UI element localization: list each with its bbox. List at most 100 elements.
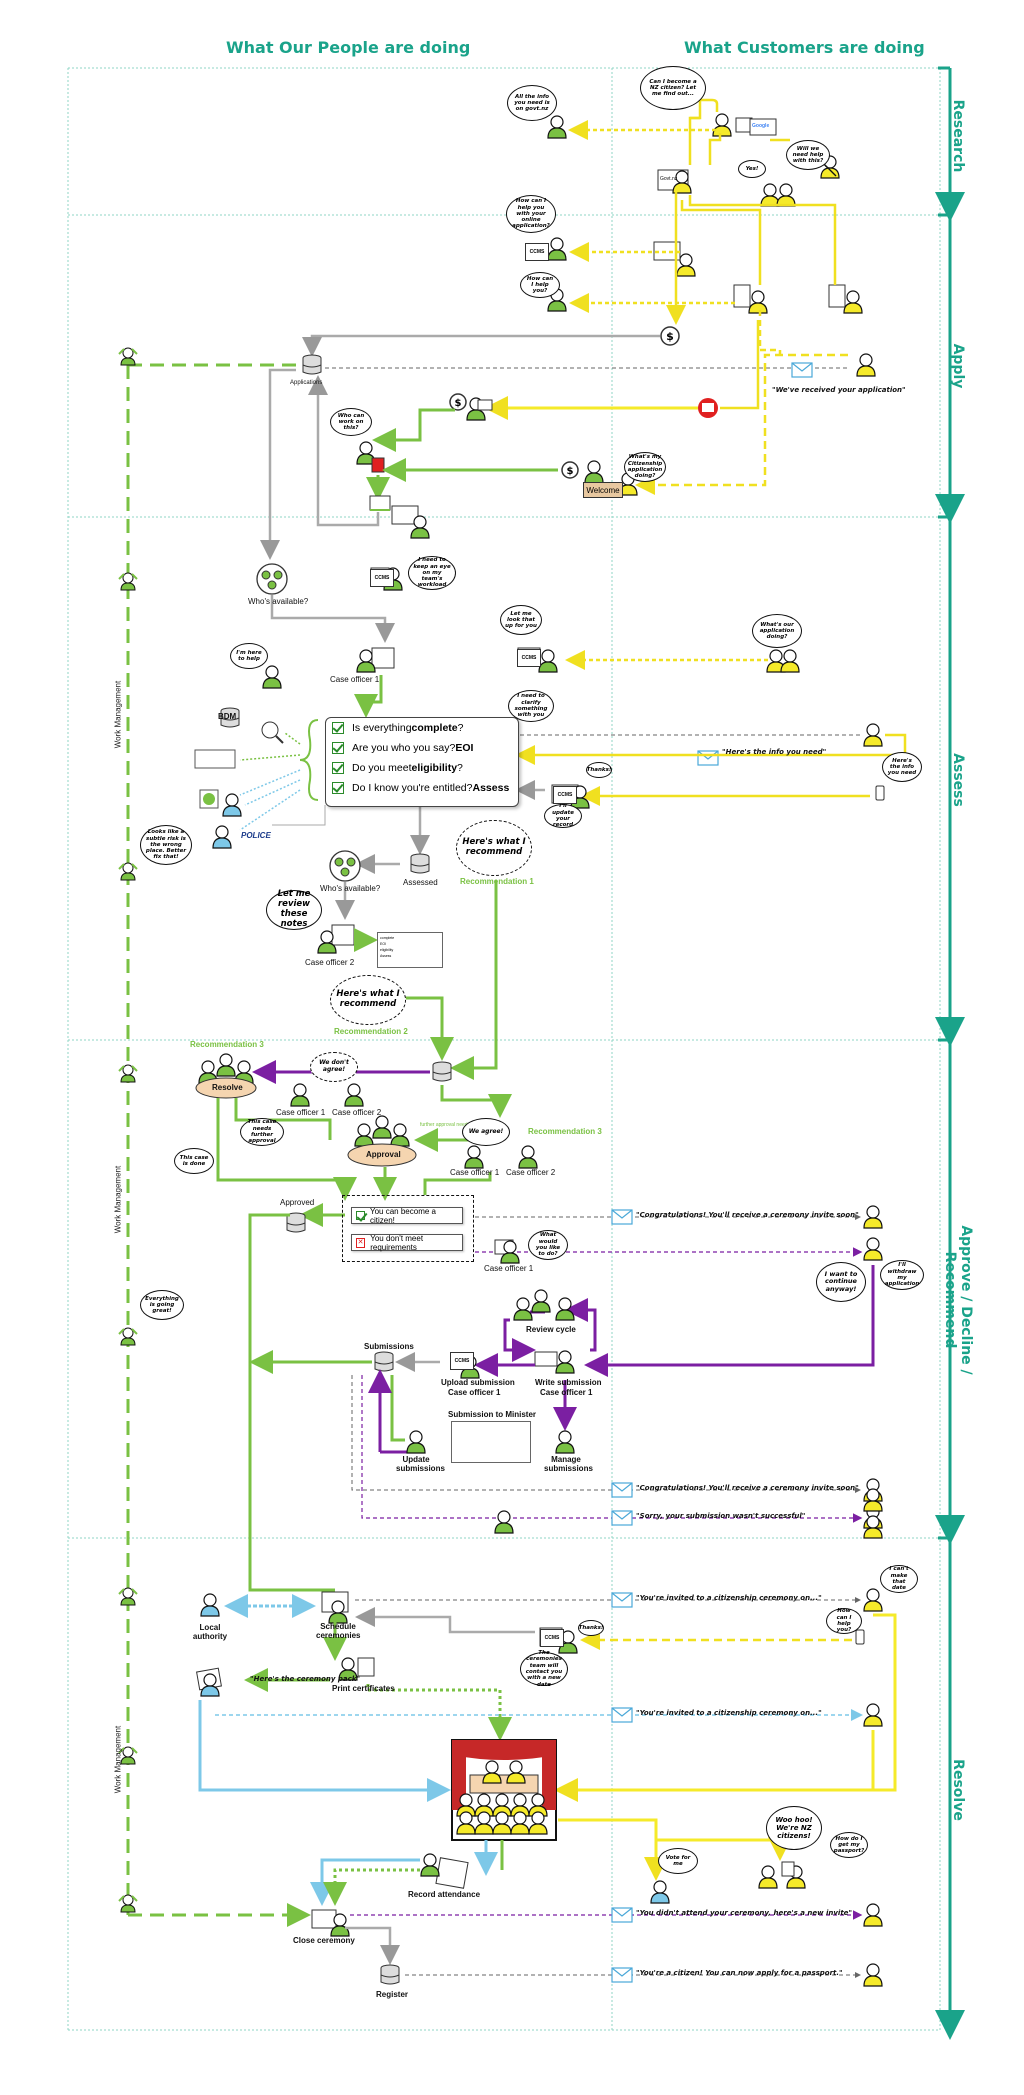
label-local-authority: Local authority	[192, 1623, 228, 1641]
cloud-all-the-info: All the info you need is on govt.nz	[507, 85, 557, 121]
label-print-certificates: Print certificates	[332, 1684, 395, 1693]
stage-resolve: Resolve	[950, 1759, 966, 1821]
cloud-we-dont-agree: We don't agree!	[310, 1052, 358, 1082]
cloud-i-cant-make: I can't make that date	[880, 1565, 918, 1593]
label-manage-submissions: Manage submissions	[544, 1455, 593, 1473]
svg-text:$: $	[567, 466, 574, 477]
label-police: POLICE	[241, 831, 271, 840]
label-register: Register	[376, 1990, 409, 1999]
stage-approve: Approve / Decline / Recommend	[942, 1225, 974, 1375]
cloud-thanks-resolve: Thanks!	[578, 1620, 604, 1636]
resolve-section	[196, 1588, 897, 1987]
msg-didnt-attend: "You didn't attend your ceremony, here's…	[636, 1909, 853, 1917]
stage-apply: Apply	[950, 343, 966, 389]
label-recommendation-3-a: Recommendation 3	[190, 1040, 264, 1049]
label-record-attendance: Record attendance	[408, 1890, 481, 1899]
stage-research: Research	[950, 99, 966, 173]
cloud-i-need-to-keep: I need to keep an eye on my team's workl…	[408, 556, 456, 590]
label-case-officer-1-decline: Case officer 1	[484, 1264, 534, 1273]
welcome-sign: Welcome	[583, 482, 623, 498]
work-management-label: Work Management	[113, 1725, 123, 1794]
msg-ceremony-pack: "Here's the ceremony pack"	[250, 1675, 361, 1683]
ccms-upload: CCMS	[450, 1352, 474, 1370]
cloud-ceremonies-team: The ceremonies team will contact you wit…	[520, 1650, 568, 1688]
msg-youre-invited-2: "You're invited to a citizenship ceremon…	[636, 1709, 822, 1717]
outcome-box: You can become a citizen! ✕You don't mee…	[342, 1195, 474, 1262]
cloud-how-can-i-help: How can I help you?	[520, 272, 560, 298]
cloud-heres-the-info-you-need: Here's the info you need	[882, 752, 922, 782]
label-bdm: BDM	[218, 712, 237, 721]
label-close-ceremony: Close ceremony	[293, 1936, 355, 1945]
label-recommendation-3-b: Recommendation 3	[528, 1127, 602, 1136]
msg-youre-invited-1: "You're invited to a citizenship ceremon…	[636, 1594, 822, 1602]
cloud-heres-what-i-recommend-1: Here's what I recommend	[456, 820, 532, 876]
mini-checklist: complete EOI eligibility Assess	[377, 932, 443, 968]
approve-section	[195, 1053, 883, 1592]
label-whos-available-2: Who's available?	[320, 884, 381, 893]
cloud-everything-going: Everything is going great!	[140, 1290, 184, 1320]
cloud-can-i-become: Can I become a NZ citizen? Let me find o…	[640, 66, 706, 110]
label-applications: Applications	[290, 380, 323, 386]
cloud-whats-our-application: What's our application doing?	[752, 614, 802, 648]
checkbox-icon	[332, 762, 344, 774]
research-section	[547, 98, 840, 215]
label-update-submissions: Update submissions	[396, 1455, 445, 1473]
cloud-who-can-work: Who can work on this?	[330, 408, 372, 436]
checkbox-icon	[332, 722, 344, 734]
cloud-phone-enquiry: How can I help you?	[826, 1608, 862, 1634]
check-eligibility: Do you meet eligibility?	[326, 758, 518, 778]
header-our-people: What Our People are doing	[226, 38, 471, 57]
label-review-cycle: Review cycle	[526, 1325, 576, 1334]
apply-section: $ $ $	[260, 214, 876, 560]
cloud-we-agree: We agree!	[462, 1118, 510, 1146]
govt-nz-logo: Govt.nz	[660, 176, 678, 182]
cloud-heres-what-i-recommend-2: Here's what I recommend	[330, 975, 406, 1025]
msg-heres-the-info: "Here's the info you need"	[722, 748, 827, 756]
cloud-ill-update: I'll update your record	[544, 803, 582, 828]
cloud-looks-like: Looks like a subtle risk is the wrong pl…	[140, 825, 192, 865]
msg-congratulations-2: "Congratulations! You'll receive a cerem…	[636, 1484, 859, 1492]
msg-weve-received: "We've received your application"	[772, 386, 906, 394]
stage-assess: Assess	[950, 753, 966, 807]
label-case-officer-1-upload: Case officer 1	[448, 1388, 501, 1397]
cloud-im-here-to-help: I'm here to help	[230, 643, 268, 669]
cloud-let-me-look: Let me look that up for you	[500, 605, 542, 635]
label-resolve: Resolve	[212, 1083, 243, 1092]
cloud-this-case-needs: This case needs further approval	[240, 1118, 284, 1146]
ccms-resolve: CCMS	[540, 1629, 564, 1647]
label-whos-available-1: Who's available?	[248, 597, 309, 606]
label-case-officer-2-resolve: Case officer 2	[332, 1108, 382, 1117]
ccms-assess-3: CCMS	[553, 786, 577, 804]
cloud-vote-for-me: Vote for me	[658, 1848, 698, 1874]
outcome-yes: You can become a citizen!	[351, 1207, 463, 1225]
label-upload-submission: Upload submission	[441, 1378, 515, 1387]
ccms-assess-1: CCMS	[370, 569, 394, 587]
label-schedule-ceremonies: Schedule ceremonies	[316, 1622, 361, 1640]
cloud-how-do-i-get: How do I get my passport?	[830, 1832, 868, 1858]
msg-sorry: "Sorry, your submission wasn't successfu…	[636, 1512, 806, 1520]
work-management-line	[126, 363, 311, 1927]
msg-youre-a-citizen: "You're a citizen! You can now apply for…	[636, 1969, 843, 1977]
label-case-officer-2-approve: Case officer 2	[506, 1168, 556, 1177]
assess-section	[194, 563, 907, 1080]
cloud-whats-my-application: What's my Citizenship application doing?	[624, 452, 666, 482]
label-approved: Approved	[280, 1198, 315, 1207]
label-case-officer-2-assess: Case officer 2	[305, 958, 355, 967]
label-case-officer-1-approve: Case officer 1	[450, 1168, 500, 1177]
svg-text:$: $	[455, 398, 462, 409]
ccms-apply: CCMS	[525, 243, 549, 261]
checkbox-icon	[356, 1211, 365, 1220]
label-case-officer-1-assess: Case officer 1	[330, 675, 380, 684]
label-assessed: Assessed	[403, 878, 438, 887]
cloud-i-want-to-continue: I want to continue anyway!	[816, 1262, 866, 1302]
msg-congratulations-1: "Congratulations! You'll receive a cerem…	[636, 1211, 859, 1219]
label-approval: Approval	[366, 1150, 401, 1159]
checkbox-icon	[332, 742, 344, 754]
cloud-let-me-review: Let me review these notes	[266, 890, 322, 930]
label-case-officer-1-resolve: Case officer 1	[276, 1108, 326, 1117]
stage-arrows	[935, 66, 965, 2040]
work-management-label: Work Management	[113, 680, 123, 749]
cloud-help-online: How can I help you with your online appl…	[506, 195, 556, 233]
label-case-officer-1-write: Case officer 1	[540, 1388, 593, 1397]
